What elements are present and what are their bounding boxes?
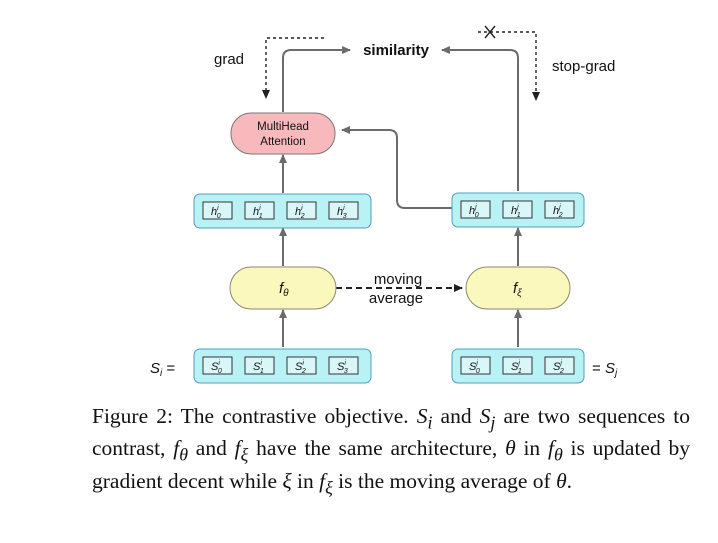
f-xi-subscript: ξ [517,288,522,299]
left-hidden-cell [244,201,275,220]
multihead-attention-node: MultiHead Attention [230,112,336,155]
svg-text:fξ: fξ [513,280,522,299]
si-equals-label: Si = [150,360,175,379]
svg-text:fθ: fθ [279,280,289,299]
left-sequence-cell [328,356,359,375]
moving-average-label-1: moving [374,271,422,288]
right-hidden-cell [502,200,533,219]
left-sequence-cell [286,356,317,375]
right-sequence-cell [544,356,575,375]
right-hidden-cell [544,200,575,219]
attention-label-1: MultiHead [257,121,309,133]
left-hidden-cell [328,201,359,220]
right-sequence-cell [460,356,491,375]
right-hidden-cell [460,200,491,219]
left-hidden-cell [202,201,233,220]
f-theta-subscript: θ [283,288,289,299]
left-hidden-container [193,193,372,229]
left-sequence-container [193,348,372,384]
left-sequence-cell [202,356,233,375]
flow-arrows [279,46,522,347]
grad-label: grad [214,51,244,68]
attention-label-2: Attention [260,136,305,148]
moving-average-label-2: average [369,290,423,307]
contrastive-diagram: grad similarity stop-grad moving average… [150,25,618,384]
gradient-arrows [262,31,540,101]
left-hidden-cell [286,201,317,220]
f-theta-encoder: fθ [229,266,337,310]
sj-equals-label: = Sj [592,360,618,379]
stop-gradient-cross [484,25,496,39]
stop-grad-label: stop-grad [552,58,615,75]
f-xi-encoder: fξ [465,266,571,310]
figure-caption: Figure 2: The contrastive objective. Si … [92,404,691,497]
right-sequence-cell [502,356,533,375]
similarity-label: similarity [363,42,430,59]
left-sequence-cell [244,356,275,375]
